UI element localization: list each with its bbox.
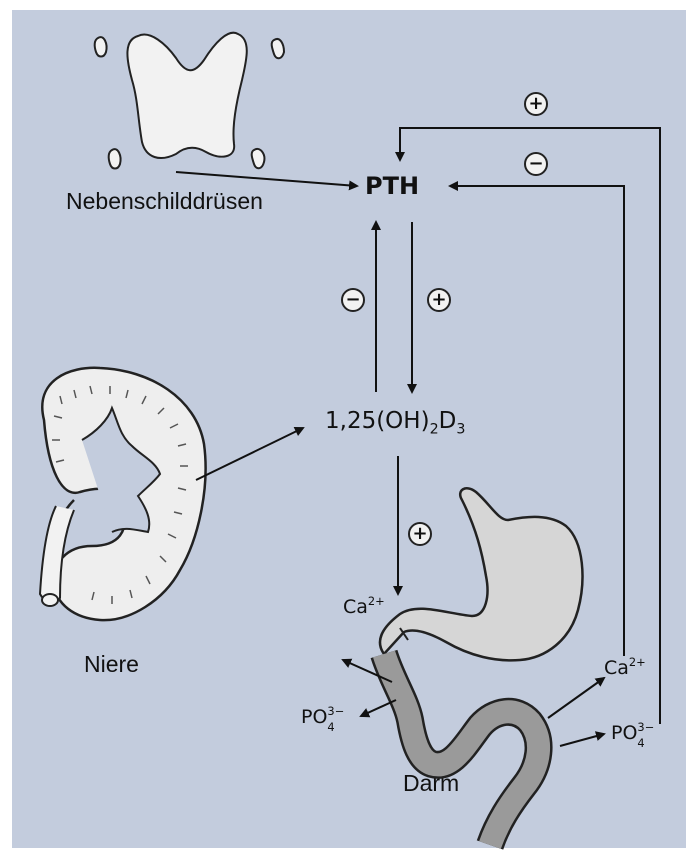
label-intestine: Darm [403, 770, 459, 797]
arrow-intestine-phosphate-right [560, 734, 604, 746]
stomach-illustration [380, 488, 582, 660]
plus-sign-phosphate-feedback: + [524, 92, 548, 116]
label-calcitriol: 1,25(OH)2D3 [325, 408, 465, 434]
label-kidney: Niere [84, 651, 139, 678]
plus-sign-vitd-to-calcium: + [408, 522, 432, 546]
arrow-kidney-to-vitd [196, 428, 303, 480]
parathyroid-gland-illustration [95, 33, 284, 169]
arrow-intestine-calcium-right [548, 678, 604, 718]
arrows [176, 128, 660, 746]
label-pth: PTH [365, 172, 419, 200]
arrow-parathyroid-to-pth [176, 172, 357, 186]
arrow-intestine-phosphate-left [361, 700, 396, 716]
minus-sign-calcium-feedback: − [524, 152, 548, 176]
kidney-illustration [40, 368, 206, 620]
minus-sign-vitd-to-pth: − [341, 288, 365, 312]
label-parathyroid: Nebenschilddrüsen [66, 188, 263, 215]
plus-sign-pth-to-vitd: + [427, 288, 451, 312]
